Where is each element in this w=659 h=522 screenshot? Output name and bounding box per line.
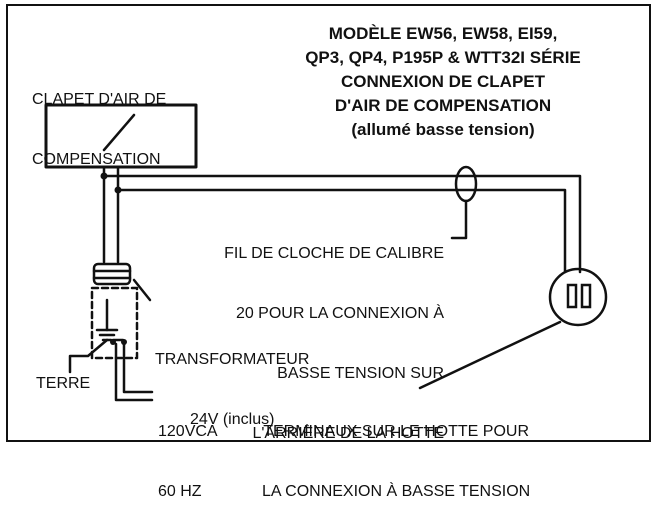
ground-leader [68, 338, 109, 374]
diagram-title: MODÈLE EW56, EW58, EI59, QP3, QP4, P195P… [268, 22, 618, 142]
wire-label-line: L'ARRIÈRE DE LA HOTTE [252, 425, 444, 442]
terminal-slot-left [566, 283, 578, 309]
transformer-label: TRANSFORMATEUR 24V (inclus) [155, 310, 309, 450]
ground-label: TERRE [36, 375, 91, 392]
diagram-frame [6, 4, 651, 442]
terminal-label-line: LA CONNEXION À BASSE TENSION [262, 483, 531, 500]
damper-label-line: COMPENSATION [32, 151, 161, 168]
supply-wire-b [122, 342, 154, 394]
title-line: (allumé basse tension) [351, 120, 535, 139]
wire-bundle-ring [454, 165, 478, 203]
wire-label-leader [450, 199, 468, 240]
terminal-block [548, 267, 608, 327]
power-label-line: 60 HZ [158, 483, 202, 500]
bell-wire-lower [116, 188, 567, 274]
title-line: QP3, QP4, P195P & WTT32I SÉRIE [305, 48, 581, 67]
damper-box [44, 103, 198, 169]
transformer-leader [132, 278, 152, 302]
transformer-label-line: TRANSFORMATEUR [155, 351, 310, 368]
wire-label-line: FIL DE CLOCHE DE CALIBRE [224, 245, 444, 262]
damper-blade [102, 113, 136, 152]
damper-label-line: CLAPET D'AIR DE [32, 91, 167, 108]
wiring-diagram [44, 103, 608, 402]
transformer-body [90, 286, 139, 360]
wire-label: FIL DE CLOCHE DE CALIBRE 20 POUR LA CONN… [142, 204, 444, 464]
damper-label: CLAPET D'AIR DE COMPENSATION [32, 50, 166, 190]
terminal-slot-right [580, 283, 592, 309]
title-line: MODÈLE EW56, EW58, EI59, [328, 24, 558, 43]
title-line: D'AIR DE COMPENSATION [334, 96, 552, 115]
supply-wire-a [114, 342, 154, 402]
power-label-line: 120VCA [158, 423, 218, 440]
title-line: CONNEXION DE CLAPET [340, 72, 546, 91]
wire-label-line: 20 POUR LA CONNEXION À [235, 305, 444, 322]
terminal-label-line: TERMINAUX SUR LE HOTTE POUR [263, 423, 530, 440]
bell-wire-upper [102, 174, 582, 274]
terminal-label: TERMINAUX SUR LE HOTTE POUR LA CONNEXION… [262, 382, 530, 522]
transformer-connector [92, 262, 132, 286]
transformer-label-line: 24V (inclus) [189, 411, 275, 428]
power-label: 120VCA 60 HZ [158, 382, 218, 522]
terminal-leader [418, 320, 562, 390]
wire-label-line: BASSE TENSION SUR [277, 365, 444, 382]
